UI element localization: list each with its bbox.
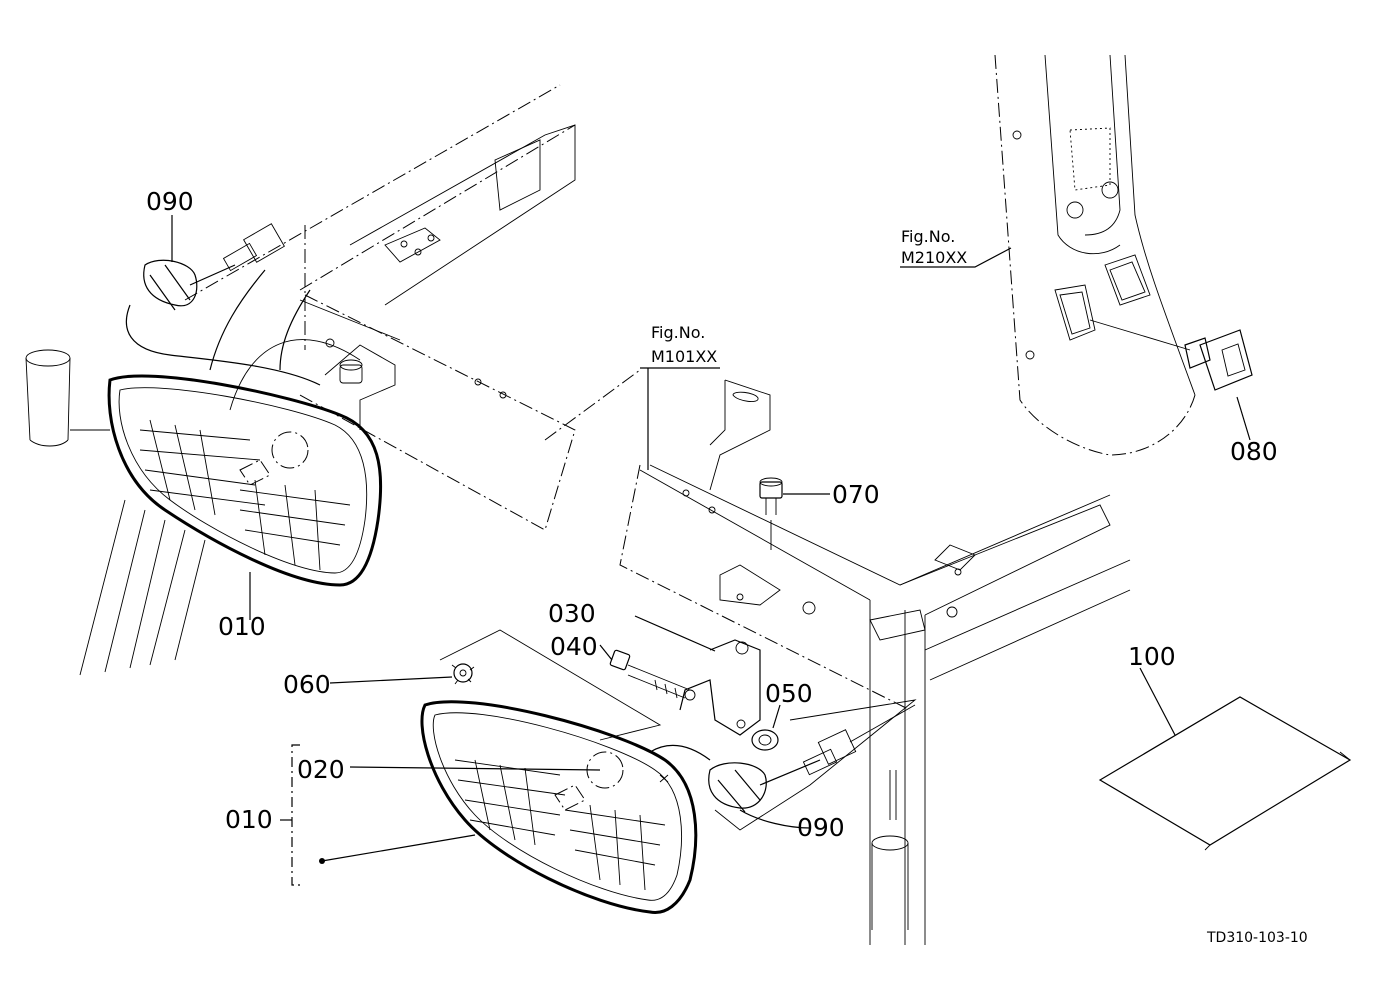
label-090-bottom: 090 bbox=[797, 813, 845, 842]
label-010-top: 010 bbox=[218, 612, 266, 641]
fig-ref-frame-line2: M101XX bbox=[651, 347, 717, 366]
bolt-040 bbox=[609, 649, 691, 699]
label-080: 080 bbox=[1230, 437, 1278, 466]
label-070: 070 bbox=[832, 480, 880, 509]
lower-frame bbox=[619, 464, 1131, 945]
washer-060 bbox=[451, 663, 475, 685]
label-060: 060 bbox=[283, 670, 331, 699]
label-100: 100 bbox=[1128, 642, 1176, 671]
lamp-bracket-030 bbox=[679, 564, 781, 736]
label-010-bottom: 010 bbox=[225, 805, 273, 834]
fig-ref-cab-line1: Fig.No. bbox=[901, 227, 955, 246]
label-040: 040 bbox=[550, 632, 598, 661]
fig-ref-frame-line1: Fig.No. bbox=[651, 323, 705, 342]
cab-pillar-right bbox=[994, 54, 1196, 456]
drawing-code: TD310-103-10 bbox=[1206, 930, 1308, 946]
manual-100 bbox=[1098, 696, 1352, 851]
fig-ref-cab-line2: M210XX bbox=[901, 248, 967, 267]
work-lamp-left bbox=[79, 269, 383, 676]
nut-050 bbox=[751, 729, 779, 751]
label-050: 050 bbox=[765, 679, 813, 708]
label-020: 020 bbox=[297, 755, 345, 784]
label-030: 030 bbox=[548, 599, 596, 628]
pillar-stub bbox=[25, 349, 110, 447]
leader-lines bbox=[171, 215, 1251, 886]
bolt-070 bbox=[759, 477, 783, 550]
lamp-bracket-left bbox=[324, 344, 396, 430]
wire-harness-top bbox=[125, 223, 321, 386]
work-lamp-bottom bbox=[420, 700, 711, 915]
assembly-outline bbox=[439, 629, 917, 831]
upper-frame-beam bbox=[184, 84, 641, 531]
switch bbox=[1089, 319, 1253, 391]
label-090-top: 090 bbox=[146, 187, 194, 216]
wire-harness-bottom bbox=[708, 704, 916, 813]
mount-bracket-upper bbox=[709, 379, 771, 491]
